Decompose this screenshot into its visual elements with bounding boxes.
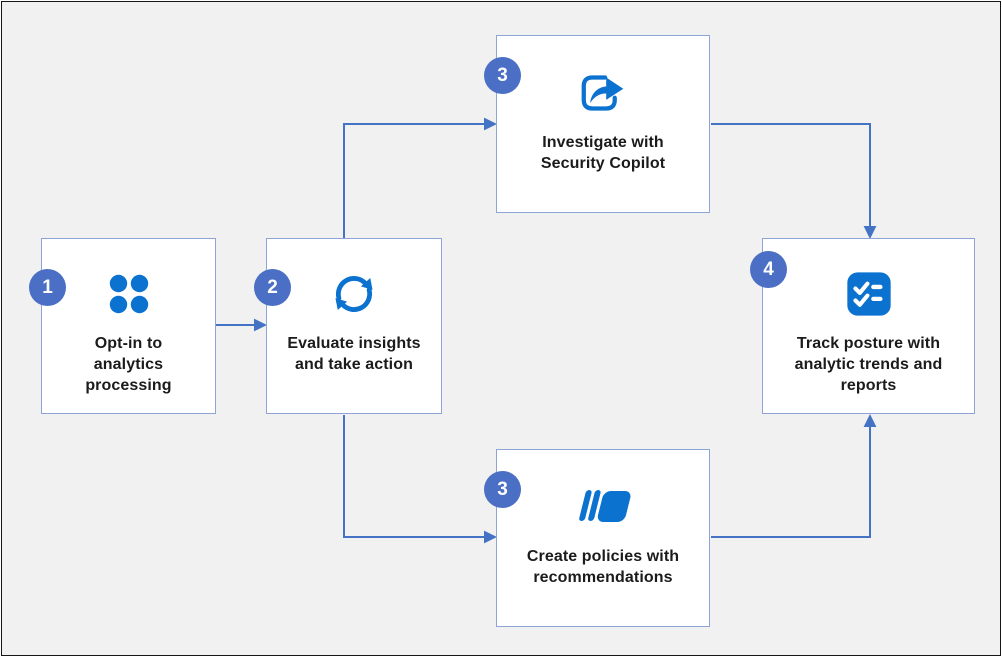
step-label: Evaluate insights and take action [287, 335, 421, 373]
stacked-cards-icon [574, 478, 632, 536]
step-node-create-policies: 3 Create policies with recommendations [484, 449, 710, 627]
step-node-evaluate: 2 Evaluate insights and take action [254, 238, 442, 414]
step-badge: 2 [254, 269, 291, 306]
checklist-icon [843, 265, 895, 323]
step-label: Investigate with Security Copilot [540, 134, 666, 172]
step-node-investigate: 3 Investigate with Security Copilot [484, 35, 710, 213]
apps-grid-icon [107, 265, 151, 323]
step-label: Track posture with analytic trends and r… [794, 335, 943, 394]
connector-line [711, 427, 871, 538]
step-label: Create policies with recommendations [526, 548, 680, 586]
connector-evaluate-to-investigate [343, 117, 497, 238]
share-arrow-icon [577, 64, 629, 122]
connector-line [343, 415, 484, 538]
step-node-track-posture: 4 Track posture with analytic trends and… [750, 238, 975, 414]
step-label: Opt-in to analytics processing [85, 335, 172, 394]
connector-line [343, 123, 484, 238]
connector-investigate-to-track [711, 123, 877, 239]
step-node-opt-in: 1 Opt-in to analytics processing [29, 238, 216, 414]
connector-evaluate-to-create-policies [343, 415, 497, 544]
arrowhead-up-icon [863, 414, 877, 427]
connector-optin-to-evaluate [216, 318, 267, 332]
step-badge: 4 [750, 251, 787, 288]
step-badge: 3 [484, 57, 521, 94]
step-badge: 1 [29, 269, 66, 306]
sync-arrows-icon [329, 265, 379, 323]
connector-line [711, 123, 871, 226]
connector-create-policies-to-track [711, 414, 877, 538]
step-badge: 3 [484, 471, 521, 508]
